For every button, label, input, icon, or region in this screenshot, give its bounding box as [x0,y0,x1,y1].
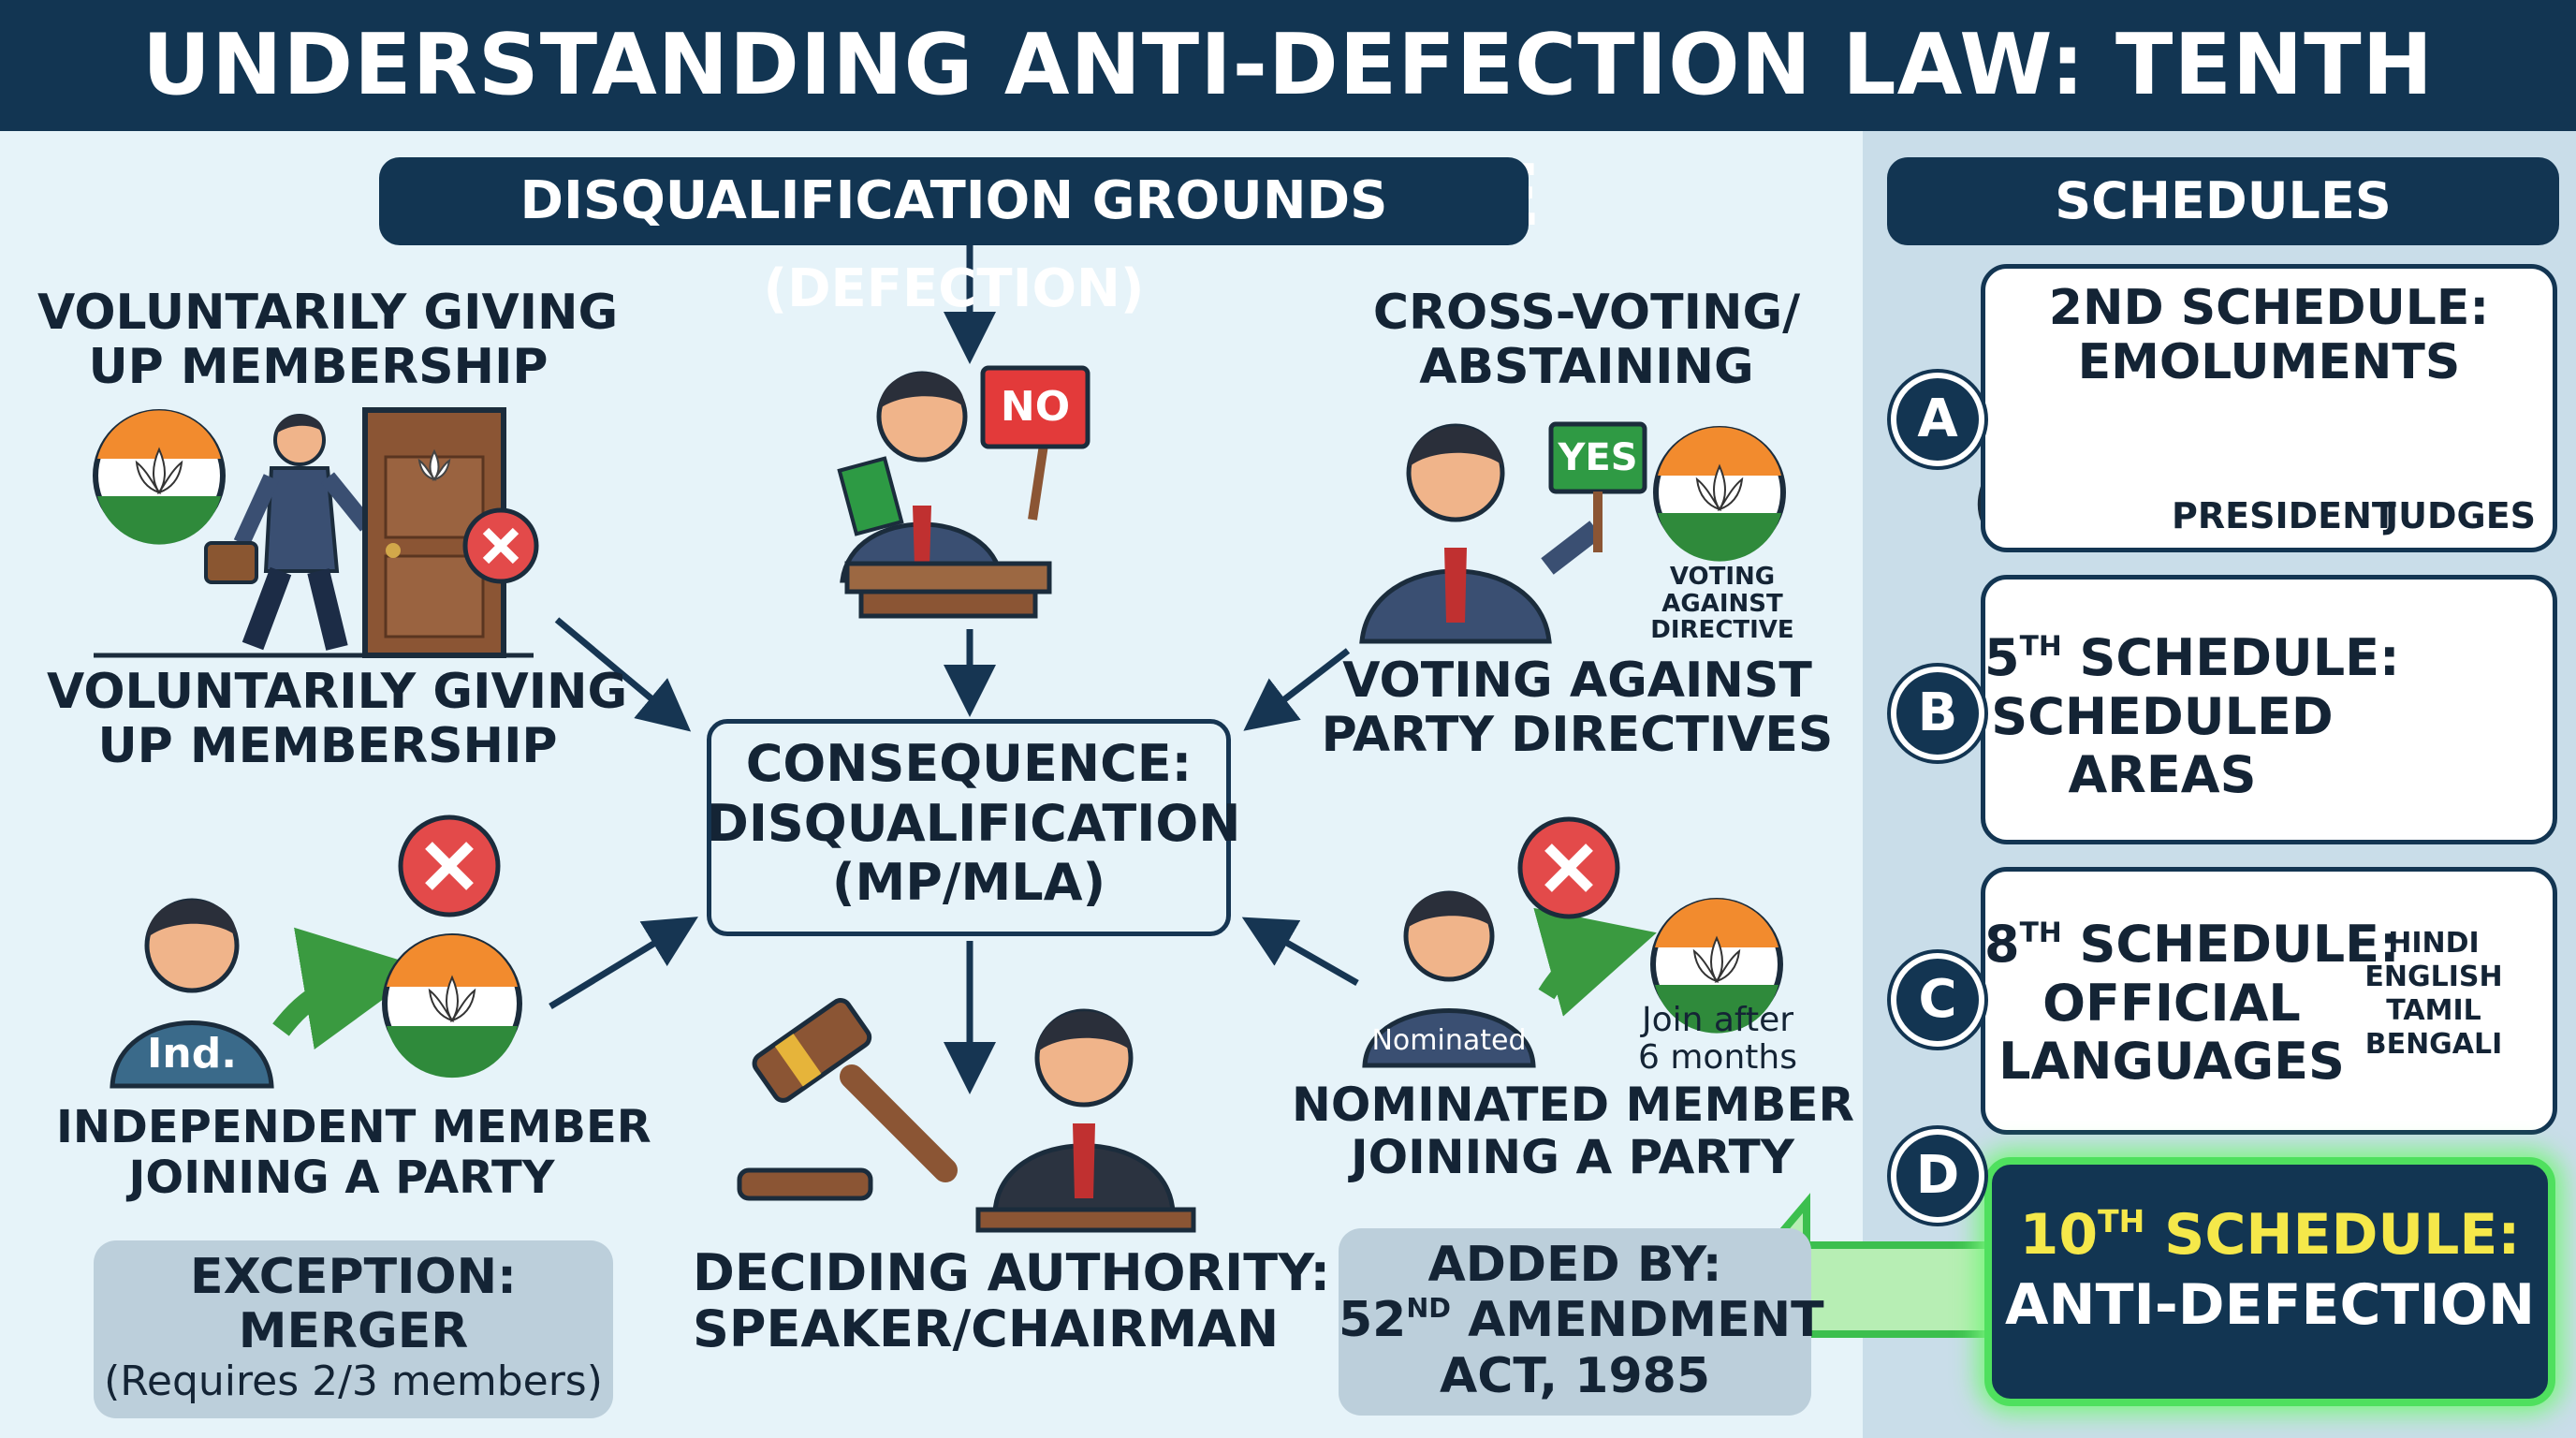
schedule-card-a [1981,264,2557,552]
party-flag-icon [93,409,226,545]
added-by-box [1339,1228,1811,1416]
join-arrow-icon [272,927,427,1049]
arrow-nominated [1241,917,1359,987]
no-sign-icon [980,365,1090,449]
reject-x-icon-2 [398,814,501,917]
cross-voter-icon [1359,423,1603,644]
schedule-card-b [1981,575,2557,844]
grounds-header: DISQUALIFICATION GROUNDS (DEFECTION) [379,157,1529,319]
badge-a: A [1891,373,1984,466]
leaving-member-icon [204,414,374,651]
podium-top [844,561,1052,594]
judges-label: JUDGES [2385,495,2537,536]
page-title: UNDERSTANDING ANTI-DEFECTION LAW: TENTH … [142,16,2434,245]
party-flag-icon-3 [382,933,522,1078]
nominated-shirt-label: Nominated [1371,1024,1527,1057]
podium-base [858,589,1038,619]
schedule-a-title: 2ND SCHEDULE:EMOLUMENTS [2048,280,2490,391]
title-bar [0,0,2576,131]
exception-text: EXCEPTION:MERGER (Requires 2/3 members) [104,1249,603,1406]
independent-shirt-label: Ind. [147,1030,237,1078]
authority-label: DECIDING AUTHORITY:SPEAKER/CHAIRMAN [693,1243,1331,1359]
reject-x-icon [462,507,539,584]
added-by-text: ADDED BY: 52ND AMENDMENT ACT, 1985 [1339,1237,1824,1404]
badge-d: D [1891,1129,1984,1223]
yes-sign-label: YES [1558,436,1638,479]
comparison-header: SCHEDULES COMPARISON [1887,157,2559,318]
badge-c: C [1891,953,1984,1047]
president-label: PRESIDENT [2172,495,2396,536]
schedule-card-c [1981,867,2557,1135]
party-flag-icon-4 [1650,898,1783,1034]
schedule-card-d [1984,1157,2555,1406]
consequence-text: CONSEQUENCE:DISQUALIFICATION(MP/MLA) [707,734,1241,913]
exception-box [94,1240,613,1418]
gavel-icon [737,998,958,1201]
nominated-member-icon [1362,890,1536,1068]
badge-b: B [1891,667,1984,760]
join-arrow-icon-2 [1533,907,1657,1017]
independent-member-icon [110,898,274,1089]
schedule-d-title: 10TH SCHEDULE: ANTI-DEFECTION [2004,1202,2536,1338]
no-sign-label: NO [1000,383,1071,431]
reject-x-icon-3 [1517,816,1620,919]
party-flag-icon-2 [1653,426,1786,562]
arrow-voluntary [554,617,692,732]
arrow-independent [549,917,698,1009]
cross-voting-heading: CROSS-VOTING/ABSTAINING [1372,285,1801,396]
speaker-icon [992,1008,1176,1215]
consequence-box [707,719,1231,936]
arrow-cross [1243,648,1351,731]
